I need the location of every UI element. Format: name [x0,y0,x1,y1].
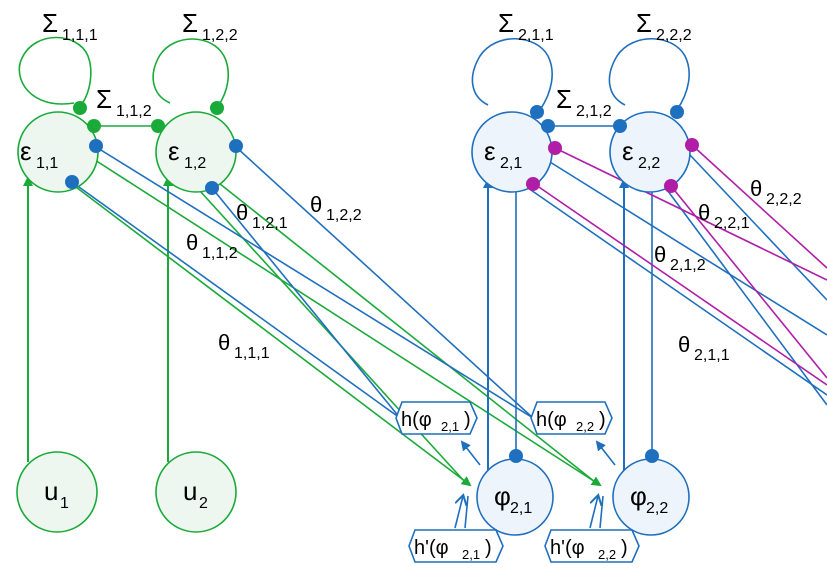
label-theta112: θ 1,1,2 [186,230,238,262]
box-h22: h(φ 2,2 ) [530,401,613,435]
theta222-symbol: θ [750,176,762,201]
green-dots [73,101,224,133]
label-theta212: θ 2,1,2 [654,242,706,274]
node-eps12: ε 1,2 [155,111,237,193]
h22-subscript: 2,2 [576,419,594,434]
theta122-symbol: θ [310,192,322,217]
theta111-symbol: θ [218,330,230,355]
u2-symbol: u [183,476,197,506]
sigma122-symbol: Σ [182,8,198,38]
edge-phi22-h22 [595,440,616,466]
sigma211-subscript: 2,1,1 [518,27,554,44]
label-theta121: θ 1,2,1 [236,200,288,232]
edge-phi21-h21 [460,440,481,466]
box-h21: h(φ 2,1 ) [395,401,478,435]
sigma211-symbol: Σ [498,8,514,38]
label-sigma222: Σ 2,2,2 [636,8,692,44]
sigma212-subscript: 2,1,2 [576,103,612,120]
theta222-subscript: 2,2,2 [766,191,802,208]
self-loop-eps11 [18,36,92,105]
u2-subscript: 2 [199,495,208,512]
label-theta111: θ 1,1,1 [218,330,270,362]
eps21-symbol: ε [484,136,496,166]
h21-close: ) [464,409,471,431]
eps11-symbol: ε [20,136,32,166]
eps22-subscript: 2,2 [638,155,660,172]
self-loop-eps22 [608,37,690,111]
h21-text: h(φ [401,409,432,431]
node-u2: u 2 [155,451,237,533]
node-phi21: φ 2,1 [476,458,554,536]
label-sigma111: Σ 1,1,1 [42,8,98,44]
theta212-subscript: 2,1,2 [670,257,706,274]
sigma112-subscript: 1,1,2 [116,103,152,120]
sigma112-symbol: Σ [96,84,112,114]
h21-subscript: 2,1 [441,419,459,434]
magenta-lines-level2 [532,144,827,386]
theta112-subscript: 1,1,2 [202,245,238,262]
node-eps11: ε 1,1 [17,111,99,193]
u1-symbol: u [44,476,58,506]
hprime21-close: ) [485,537,492,559]
label-sigma212: Σ 2,1,2 [556,84,612,120]
eps21-subscript: 2,1 [500,155,522,172]
eps12-subscript: 1,2 [184,155,206,172]
eps22-symbol: ε [622,136,634,166]
node-eps21: ε 2,1 [471,111,553,193]
label-theta211: θ 2,1,1 [678,332,730,364]
node-phi22: φ 2,2 [612,458,690,536]
theta112-symbol: θ [186,230,198,255]
phi21-symbol: φ [494,481,511,511]
label-theta222: θ 2,2,2 [750,176,802,208]
node-eps22: ε 2,2 [609,111,691,193]
box-hprime22: h'(φ 2,2 ) [544,529,640,563]
phi21-subscript: 2,1 [510,500,532,517]
theta111-subscript: 1,1,1 [234,345,270,362]
node-u1: u 1 [16,451,98,533]
blue-dots [65,105,684,463]
sigma212-symbol: Σ [556,84,572,114]
h22-text: h(φ [536,409,567,431]
sigma111-subscript: 1,1,1 [62,27,98,44]
u1-subscript: 1 [60,495,69,512]
sigma111-symbol: Σ [42,8,58,38]
theta212-symbol: θ [654,242,666,267]
hprime21-subscript: 2,1 [462,547,480,562]
magenta-dots [526,138,699,193]
hprime22-text: h'(φ [550,537,585,559]
blue-lines-level2 [527,154,827,406]
eps11-subscript: 1,1 [36,155,58,172]
box-hprime21: h'(φ 2,1 ) [408,529,504,563]
sigma122-subscript: 1,2,2 [202,27,238,44]
label-sigma112: Σ 1,1,2 [96,84,152,120]
self-loop-eps12 [152,38,230,107]
h22-close: ) [599,409,606,431]
theta121-symbol: θ [236,200,248,225]
theta121-subscript: 1,2,1 [252,215,288,232]
label-theta221: θ 2,2,1 [698,200,750,232]
self-loop-eps21 [471,37,553,111]
theta211-symbol: θ [678,332,690,357]
label-sigma122: Σ 1,2,2 [182,8,238,44]
sigma222-symbol: Σ [636,8,652,38]
blue-error-lines-level1 [71,146,534,419]
theta221-symbol: θ [698,200,710,225]
hprime21-text: h'(φ [414,537,449,559]
phi22-symbol: φ [630,481,647,511]
hprime22-close: ) [621,537,628,559]
label-theta122: θ 1,2,2 [310,192,362,224]
hprime22-subscript: 2,2 [598,547,616,562]
sigma222-subscript: 2,2,2 [656,27,692,44]
theta221-subscript: 2,2,1 [714,215,750,232]
label-sigma211: Σ 2,1,1 [498,8,554,44]
theta211-subscript: 2,1,1 [694,347,730,364]
phi22-subscript: 2,2 [646,500,668,517]
hprime-inputs [454,496,604,529]
theta122-subscript: 1,2,2 [326,207,362,224]
eps12-symbol: ε [168,136,180,166]
